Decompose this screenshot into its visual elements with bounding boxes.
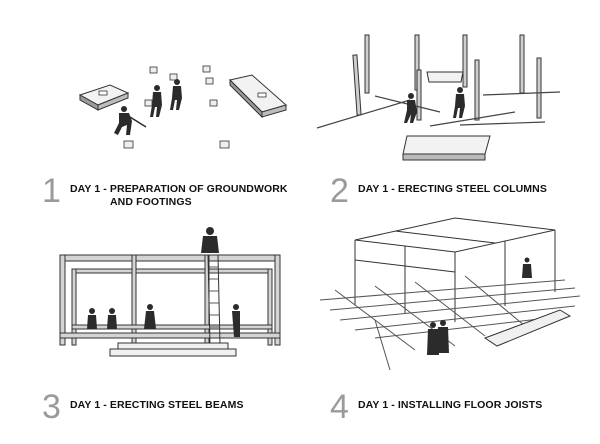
workers: [114, 79, 182, 135]
pad-footings: [123, 65, 230, 149]
panel-floor-joists: [315, 210, 585, 375]
caption-2: 2 DAY 1 - ERECTING STEEL COLUMNS: [330, 172, 547, 210]
caption-4: 4 DAY 1 - INSTALLING FLOOR JOISTS: [330, 388, 543, 426]
caption-1: 1 DAY 1 - PREPARATION OF GROUNDWORK AND …: [42, 172, 288, 210]
step-number: 2: [330, 172, 349, 210]
caption-text-line2: AND FOOTINGS: [110, 196, 192, 208]
panel-groundwork: [60, 55, 300, 170]
workers: [427, 257, 532, 355]
steel-columns: [352, 34, 542, 121]
steel-beams-illustration: [59, 227, 281, 357]
slab-steps: [109, 342, 237, 357]
step-number: 4: [330, 388, 349, 426]
floor-joists: [319, 275, 581, 371]
caption-3: 3 DAY 1 - ERECTING STEEL BEAMS: [42, 388, 244, 426]
footing-slabs: [402, 71, 491, 161]
step-number: 1: [42, 172, 61, 210]
footing-slab-left: [78, 84, 130, 111]
caption-text: DAY 1 - ERECTING STEEL BEAMS: [70, 399, 244, 411]
floor-joists-illustration: [319, 217, 581, 371]
groundwork-illustration: [78, 65, 288, 149]
steel-frame: [59, 254, 281, 346]
footing-slab-right: [229, 74, 288, 119]
ladder: [207, 254, 221, 346]
panel-steel-beams: [50, 225, 290, 365]
workers: [404, 87, 465, 123]
slab: [483, 309, 572, 347]
caption-text: DAY 1 - INSTALLING FLOOR JOISTS: [358, 399, 543, 411]
caption-text: DAY 1 - ERECTING STEEL COLUMNS: [358, 183, 547, 195]
workers: [87, 227, 240, 337]
panel-steel-columns: [315, 30, 565, 165]
step-number: 3: [42, 388, 61, 426]
steel-columns-illustration: [316, 34, 561, 161]
caption-text: DAY 1 - PREPARATION OF GROUNDWORK: [70, 183, 288, 195]
ground-beams: [316, 91, 561, 129]
steel-frame: [354, 217, 556, 322]
